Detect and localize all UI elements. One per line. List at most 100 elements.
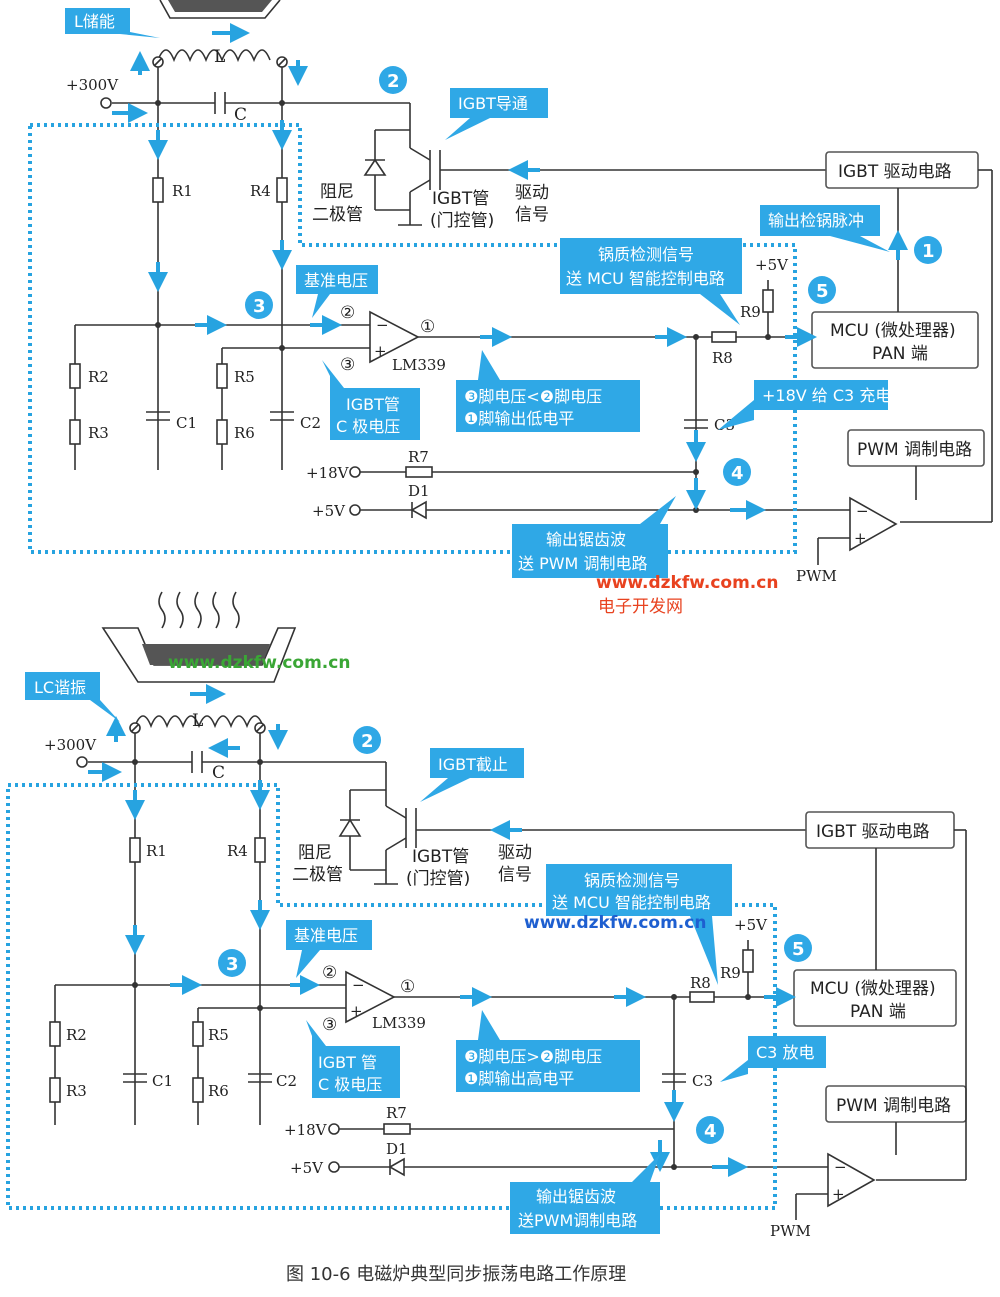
r2-label: R2 xyxy=(88,368,109,386)
pwm-box-label: PWM 调制电路 xyxy=(857,440,972,460)
igbt-label-1b: IGBT管 xyxy=(412,847,469,867)
mcu-label-1b: MCU (微处理器) xyxy=(810,979,936,999)
lm339-label: LM339 xyxy=(392,356,446,374)
callout-cmp-2-bottom: ❶脚输出高电平 xyxy=(464,1069,574,1088)
watermark-site-3: www.dzkfw.com.cn xyxy=(524,913,706,933)
r4-label: R4 xyxy=(250,182,271,200)
svg-text:+: + xyxy=(854,529,867,547)
r7-label-b: R7 xyxy=(386,1104,407,1122)
v5-label: +5V xyxy=(755,256,789,274)
r4-label-b: R4 xyxy=(227,842,248,860)
svg-text:−: − xyxy=(352,976,365,994)
callout-lc-osc: LC谐振 xyxy=(34,678,86,697)
lm339-bottom xyxy=(345,970,396,1024)
pwm-label: PWM xyxy=(796,567,837,585)
callout-ref-v-top: 基准电压 xyxy=(304,271,368,290)
r5-label-b: R5 xyxy=(208,1026,229,1044)
drive-label-1b: 驱动 xyxy=(498,843,532,863)
r3-label-b: R3 xyxy=(66,1082,87,1100)
callout-ref-v-bottom: 基准电压 xyxy=(294,926,358,945)
v300-label: +300V xyxy=(66,76,119,94)
callout-pan-sig-1-bottom: 锅质检测信号 xyxy=(584,871,680,890)
callout-igbt-off: IGBT截止 xyxy=(438,755,508,774)
num-2-top: 2 xyxy=(387,71,400,92)
v5-label-b: +5V xyxy=(734,916,768,934)
v5b-label-b: +5V xyxy=(290,1159,324,1177)
c2-label: C2 xyxy=(300,414,321,432)
drive-label-1: 驱动 xyxy=(515,183,549,203)
callout-discharge: C3 放电 xyxy=(756,1043,814,1062)
pan-top xyxy=(159,0,281,19)
num-5-bottom: 5 xyxy=(792,939,805,960)
callout-cmp-1-bottom: ❸脚电压>❷脚电压 xyxy=(464,1047,602,1066)
c2-label-b: C2 xyxy=(276,1072,297,1090)
cap-c-label-b: C xyxy=(212,763,225,783)
watermark-site-1: www.dzkfw.com.cn xyxy=(596,573,778,593)
callout-saw-1-bottom: 输出锯齿波 xyxy=(536,1187,616,1206)
dotted-boundary-top xyxy=(28,123,797,554)
pin2-label-b: ② xyxy=(322,963,337,983)
callout-igbt-c-2-bottom: C 极电压 xyxy=(318,1075,382,1094)
damper-label-2b: 二极管 xyxy=(292,865,343,885)
callout-igbt-c-1-top: IGBT管 xyxy=(346,395,400,414)
pin2-label: ② xyxy=(340,303,355,323)
flow-arrows-top xyxy=(112,23,908,520)
drive-label-2: 信号 xyxy=(515,205,549,225)
igbt-label-2b: (门控管) xyxy=(406,869,470,889)
mcu-label-2b: PAN 端 xyxy=(850,1002,906,1022)
r9-label: R9 xyxy=(740,303,761,321)
igbt-top xyxy=(363,103,826,226)
svg-text:+: + xyxy=(832,1185,845,1203)
damper-label-2: 二极管 xyxy=(312,205,363,225)
svg-text:−: − xyxy=(856,502,869,520)
callout-out-pulse: 输出检锅脉冲 xyxy=(768,211,864,230)
callout-charge: +18V 给 C3 充电 xyxy=(762,386,891,405)
num-5-top: 5 xyxy=(816,281,829,302)
igbt-label-1: IGBT管 xyxy=(432,189,489,209)
steam xyxy=(158,591,240,629)
v5b-label: +5V xyxy=(312,502,346,520)
coil-label: L xyxy=(214,47,225,67)
callout-cmp-1-top: ❸脚电压<❷脚电压 xyxy=(464,387,602,406)
r1-label-b: R1 xyxy=(146,842,167,860)
num-4-top: 4 xyxy=(731,463,744,484)
pwm-box-label-b: PWM 调制电路 xyxy=(836,1096,951,1116)
svg-text:−: − xyxy=(834,1158,847,1176)
lm339-label-b: LM339 xyxy=(372,1014,426,1032)
svg-text:+: + xyxy=(374,342,387,360)
r2-label-b: R2 xyxy=(66,1026,87,1044)
svg-text:+: + xyxy=(350,1002,363,1020)
c1-label: C1 xyxy=(176,414,197,432)
r3-label: R3 xyxy=(88,424,109,442)
coil-l-top xyxy=(152,49,288,68)
callout-pan-sig-2-top: 送 MCU 智能控制电路 xyxy=(566,269,725,288)
pin3-label-b: ③ xyxy=(322,1015,337,1035)
damper-label-1b: 阻尼 xyxy=(298,843,332,863)
pan-food-b xyxy=(142,644,270,665)
v18-label-b: +18V xyxy=(284,1121,328,1139)
c1-label-b: C1 xyxy=(152,1072,173,1090)
num-3-top: 3 xyxy=(253,296,266,317)
watermark-site-2: www.dzkfw.com.cn xyxy=(168,653,350,673)
igbt-driver-label-b: IGBT 驱动电路 xyxy=(816,822,930,842)
svg-text:−: − xyxy=(376,316,389,334)
v300-label-b: +300V xyxy=(44,736,97,754)
mcu-label-1: MCU (微处理器) xyxy=(830,321,956,341)
callout-pan-sig-1-top: 锅质检测信号 xyxy=(598,245,694,264)
pan xyxy=(101,627,297,683)
callout-igbt-on: IGBT导通 xyxy=(458,94,528,113)
d1-label-b: D1 xyxy=(386,1140,408,1158)
lm339-top xyxy=(369,310,420,364)
pin1-label: ① xyxy=(420,317,435,337)
watermark-name: 电子开发网 xyxy=(598,597,683,617)
igbt-driver-label: IGBT 驱动电路 xyxy=(838,162,952,182)
mcu-label-2: PAN 端 xyxy=(872,344,928,364)
callout-saw-1-top: 输出锯齿波 xyxy=(546,530,626,549)
top-circuit: L +300V C 阻尼 二极管 IGBT管 xyxy=(28,0,993,585)
r1-label: R1 xyxy=(172,182,193,200)
flow-arrows-bottom xyxy=(88,684,796,1177)
num-2-bottom: 2 xyxy=(361,731,374,752)
callout-igbt-c-1-bottom: IGBT 管 xyxy=(318,1053,377,1072)
